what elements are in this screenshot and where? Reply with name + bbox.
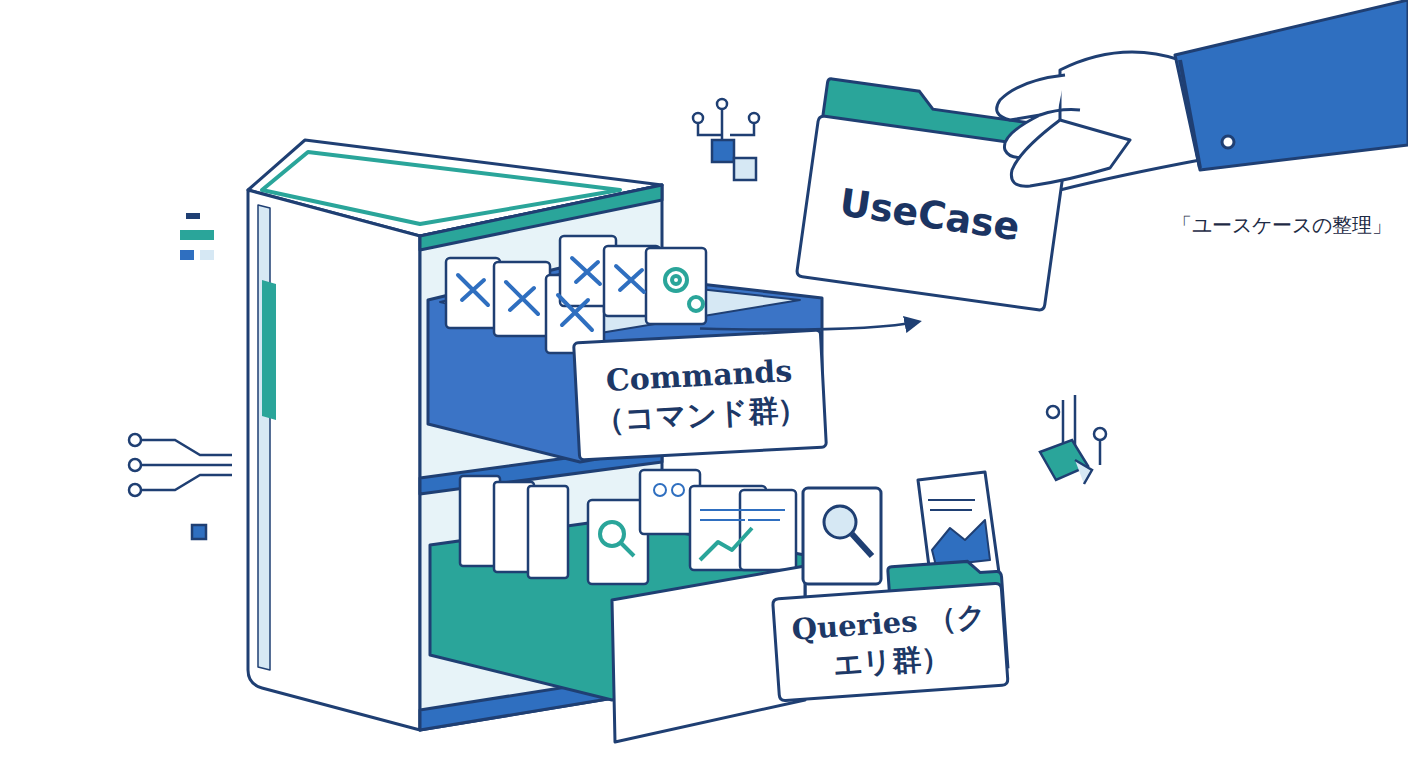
query-folder: Queries （クエリ群） bbox=[768, 557, 1011, 703]
usecase-folder: UseCase bbox=[792, 75, 1073, 313]
folder-front bbox=[773, 583, 1009, 701]
hand-sleeve bbox=[1060, 0, 1408, 190]
circuit-icon bbox=[693, 99, 759, 180]
connector-arrow bbox=[700, 322, 918, 330]
circuit-icon bbox=[129, 434, 232, 539]
note-label: 「ユースケースの整理」 bbox=[1172, 212, 1392, 239]
circuit-icon bbox=[1040, 395, 1106, 484]
node-text: Commands （コマンド群） bbox=[591, 350, 810, 439]
node-text: Queries （クエリ群） bbox=[791, 599, 991, 688]
folder-front bbox=[796, 115, 1066, 310]
query-drawer bbox=[430, 470, 805, 742]
command-label-box: Commands （コマンド群） bbox=[572, 329, 828, 462]
